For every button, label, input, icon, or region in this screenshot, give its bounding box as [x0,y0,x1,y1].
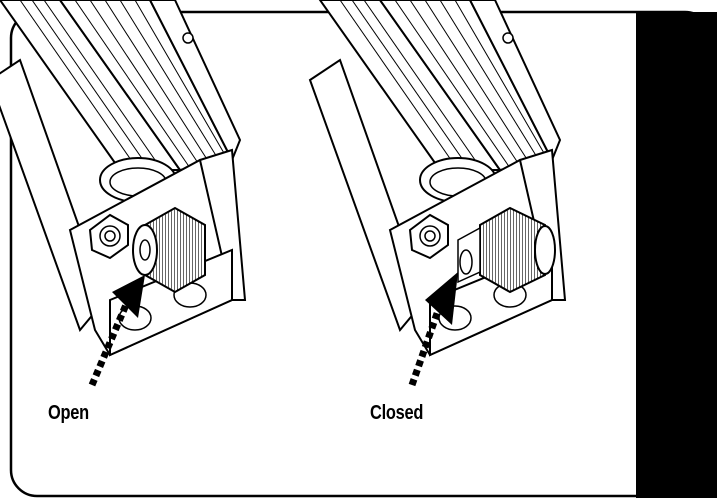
closed-label: Closed [370,402,424,424]
open-valve-knob [132,206,206,294]
open-label: Open [48,402,89,424]
open-assembly [0,0,246,387]
closed-valve-knob [457,206,556,294]
open-pointer-arrow [88,275,145,387]
closed-pointer-arrow [408,272,458,387]
black-side-tab [636,12,717,498]
closed-assembly [309,0,566,387]
